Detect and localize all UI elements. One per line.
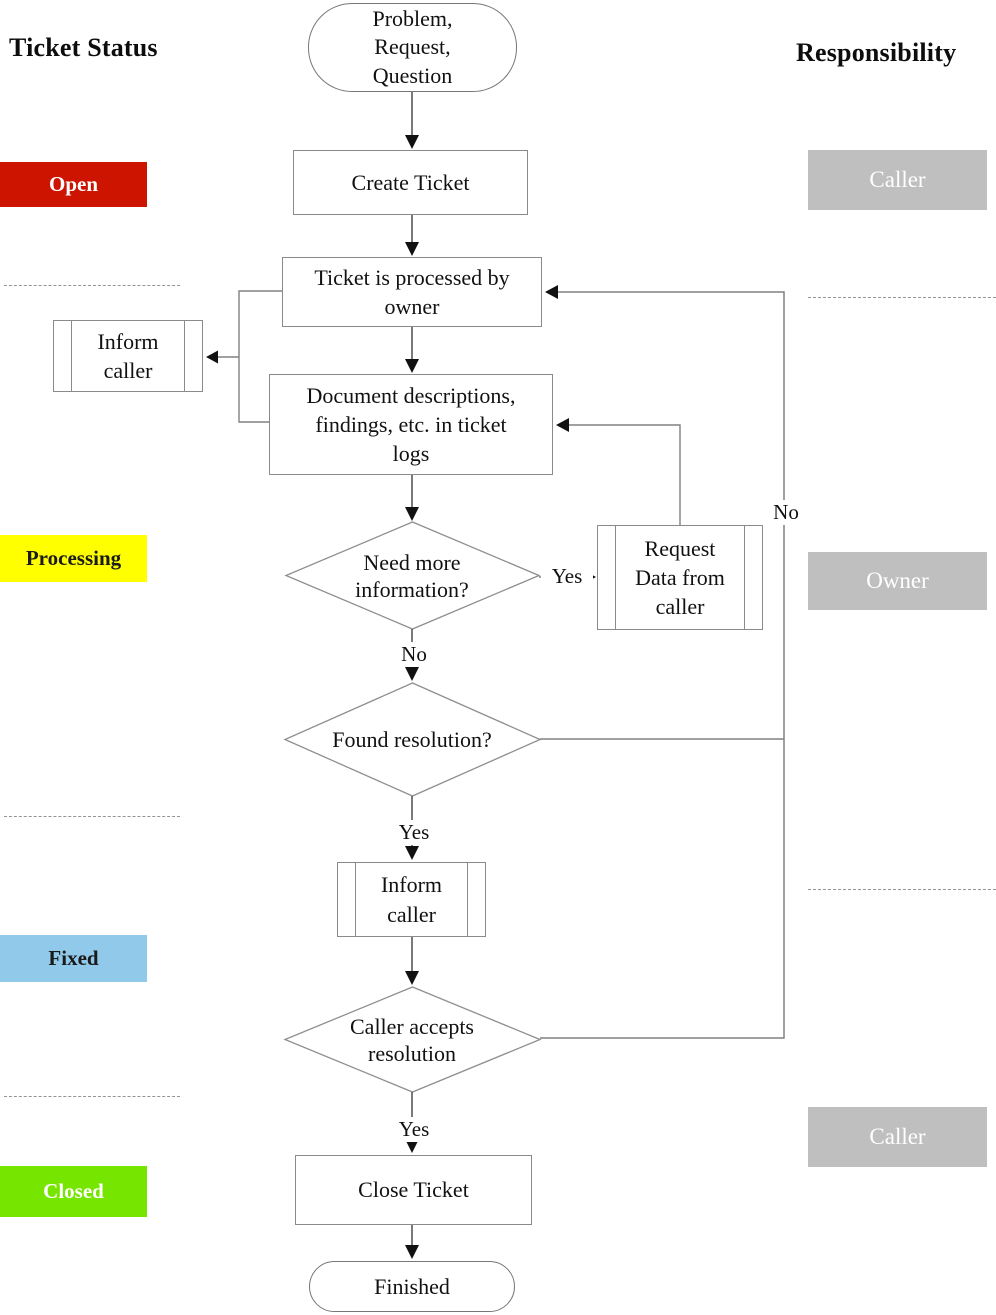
predefined-bar bbox=[71, 321, 72, 391]
request-data-subprocess: Request Data from caller bbox=[597, 525, 763, 630]
status-badge-closed: Closed bbox=[0, 1166, 147, 1217]
predefined-bar bbox=[615, 526, 616, 629]
edge-label-no-need-more-info: No bbox=[392, 642, 436, 668]
create-ticket-step: Create Ticket bbox=[293, 150, 528, 215]
lane-separator-right-1 bbox=[808, 297, 996, 298]
edge-label-no-found-resolution: No bbox=[763, 500, 809, 526]
document-logs-step: Document descriptions, findings, etc. in… bbox=[269, 374, 553, 475]
finished-terminator: Finished bbox=[309, 1261, 515, 1312]
responsibility-title: Responsibility bbox=[796, 38, 957, 67]
lane-separator-left-1 bbox=[4, 285, 180, 286]
responsibility-badge-caller-1: Caller bbox=[808, 150, 987, 210]
ticket-processed-step: Ticket is processed by owner bbox=[282, 257, 542, 327]
predefined-bar bbox=[184, 321, 185, 391]
edge-feedback-loop-right bbox=[540, 285, 785, 1039]
lane-separator-left-2 bbox=[4, 816, 180, 817]
edge-label-yes-need-more-info: Yes bbox=[541, 564, 593, 590]
responsibility-badge-caller-2: Caller bbox=[808, 1107, 987, 1167]
responsibility-badge-owner: Owner bbox=[808, 552, 987, 610]
close-ticket-step: Close Ticket bbox=[295, 1155, 532, 1225]
status-badge-processing: Processing bbox=[0, 535, 147, 582]
edge-left-loop-inform-caller bbox=[206, 290, 282, 423]
start-terminator: Problem, Request, Question bbox=[308, 3, 517, 92]
found-resolution-decision-label: Found resolution? bbox=[332, 727, 492, 753]
inform-caller-subprocess-2: Inform caller bbox=[337, 862, 486, 937]
status-badge-fixed: Fixed bbox=[0, 935, 147, 982]
predefined-bar bbox=[467, 863, 468, 936]
edge-label-yes-found-resolution: Yes bbox=[387, 820, 441, 846]
caller-accepts-decision-label: Caller accepts resolution bbox=[350, 1013, 474, 1067]
inform-caller-label: Inform caller bbox=[380, 872, 443, 927]
predefined-bar bbox=[355, 863, 356, 936]
lane-separator-right-2 bbox=[808, 889, 996, 890]
inform-caller-subprocess-1: Inform caller bbox=[53, 320, 203, 392]
ticket-status-title: Ticket Status bbox=[9, 33, 158, 62]
edge-request-data-to-document bbox=[556, 418, 681, 525]
inform-caller-label: Inform caller bbox=[97, 328, 159, 383]
need-more-info-decision-label: Need more information? bbox=[355, 549, 469, 603]
edge-label-yes-caller-accepts: Yes bbox=[387, 1117, 441, 1143]
lane-separator-left-3 bbox=[4, 1096, 180, 1097]
request-data-label: Request Data from caller bbox=[635, 535, 725, 620]
predefined-bar bbox=[744, 526, 745, 629]
status-badge-open: Open bbox=[0, 162, 147, 207]
